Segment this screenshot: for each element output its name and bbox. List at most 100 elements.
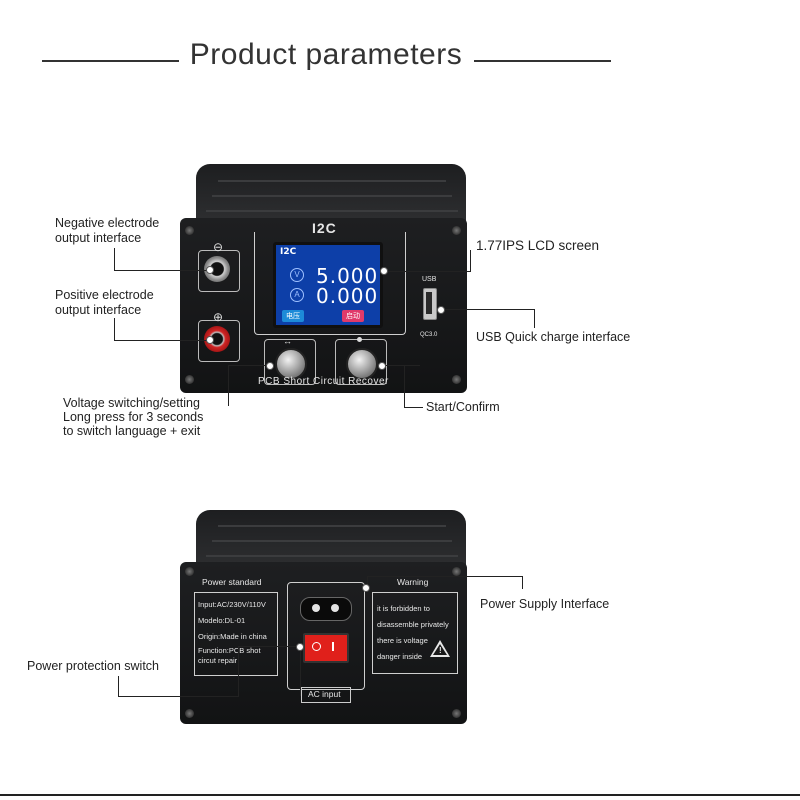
ac-input-box	[301, 687, 351, 703]
positive-symbol: ⊕	[213, 310, 224, 324]
callout-dot	[378, 362, 386, 370]
lcd-screen: I2C V 5.000 A 0.000 电压 启动	[273, 242, 383, 328]
screen-tab-start: 启动	[342, 310, 364, 322]
warning-line: disassemble privately	[377, 620, 449, 629]
callout-positive-label: Positive electrode output interface	[55, 288, 154, 318]
spec-list: Input:AC/230V/110V Modelo:DL-01 Origin:M…	[198, 598, 276, 666]
voltage-icon: V	[290, 268, 304, 282]
spec-box	[194, 592, 278, 676]
callout-dot	[266, 362, 274, 370]
screw	[185, 709, 194, 718]
warning-line: danger inside	[377, 652, 423, 661]
header-line-left	[42, 60, 179, 62]
callout-negative-label: Negative electrode output interface	[55, 216, 159, 246]
callout-start-label: Start/Confirm	[426, 400, 500, 414]
callout-power-supply-label: Power Supply Interface	[480, 597, 610, 611]
screw	[452, 567, 461, 576]
screw	[452, 226, 461, 235]
callout-lcd-line	[386, 250, 471, 272]
current-icon: A	[290, 288, 304, 302]
callout-voltage-line	[228, 365, 269, 406]
screw	[452, 709, 461, 718]
negative-jack-frame	[198, 250, 240, 292]
screen-frame	[254, 232, 406, 335]
positive-jack-frame	[198, 320, 240, 362]
callout-negative-line1: Negative electrode	[55, 216, 160, 230]
callout-dot	[362, 584, 370, 592]
fin	[212, 540, 452, 542]
screw	[185, 375, 194, 384]
voltage-value: 5.000	[316, 264, 379, 288]
ac-socket	[300, 597, 352, 621]
fin	[212, 195, 452, 197]
callout-dot	[437, 306, 445, 314]
start-button[interactable]	[346, 348, 378, 380]
callout-usb-line	[442, 309, 535, 328]
spec-line: Modelo:DL-01	[198, 616, 246, 625]
bottom-divider	[0, 794, 800, 796]
callout-protection-line-2	[118, 676, 239, 697]
screen-logo: I2C	[280, 247, 297, 257]
callout-voltage-line2: Long press for 3 seconds	[63, 410, 204, 424]
callout-dot	[296, 643, 304, 651]
ac-input-label: AC input	[308, 689, 341, 699]
voltage-button[interactable]	[275, 348, 307, 380]
current-value: 0.000	[316, 284, 379, 308]
arrows-icon: ↔	[283, 336, 292, 346]
spec-line: Function:PCB shot	[198, 646, 261, 655]
screen-tab-voltage: 电压	[282, 310, 304, 322]
power-switch-mark	[312, 642, 321, 651]
callout-lcd-label: 1.77IPS LCD screen	[476, 238, 600, 253]
fin	[218, 180, 446, 182]
spec-line: circut repair	[198, 656, 238, 665]
callout-dot	[380, 267, 388, 275]
header-line-right	[474, 60, 611, 62]
callout-dot	[206, 266, 214, 274]
fin	[206, 555, 458, 557]
voltage-button-frame	[264, 339, 316, 385]
screw	[452, 375, 461, 384]
callout-power-supply-line	[367, 576, 523, 589]
callout-start-line	[384, 365, 420, 408]
dot-icon	[357, 337, 362, 342]
warning-icon-inner	[433, 644, 447, 655]
usb-port-inner	[426, 292, 432, 314]
callout-start-line-v	[404, 365, 423, 408]
power-standard-title: Power standard	[202, 577, 262, 587]
warning-box	[372, 592, 458, 674]
spec-line: Origin:Made in china	[198, 632, 267, 641]
callout-protection-line-3	[238, 646, 301, 697]
callout-protection-line	[118, 646, 301, 696]
ac-pin	[331, 604, 339, 612]
callout-negative-line2: output interface	[55, 231, 142, 245]
callout-negative-line	[114, 248, 209, 271]
front-logo: I2C	[312, 220, 337, 236]
fin	[218, 525, 446, 527]
negative-symbol: ⊖	[213, 240, 224, 254]
warning-line: it is forbidden to	[377, 604, 430, 613]
usb-label: USB	[422, 276, 437, 283]
callout-voltage-line1: Voltage switching/setting	[63, 396, 200, 410]
callout-dot	[206, 336, 214, 344]
screw	[185, 567, 194, 576]
pcb-label: PCB Short Circuit Recover	[258, 376, 389, 387]
spec-line: Input:AC/230V/110V	[198, 600, 266, 609]
callout-positive-line2: output interface	[55, 303, 142, 317]
callout-voltage-line3: to switch language + exit	[63, 424, 201, 438]
warning-line: there is voltage	[377, 636, 428, 645]
callout-positive-line	[114, 318, 209, 341]
callout-voltage-label: Voltage switching/setting Long press for…	[63, 396, 203, 438]
screw	[185, 226, 194, 235]
power-switch-bar	[332, 642, 334, 651]
qc-label: QC3.0	[420, 332, 438, 338]
warning-title: Warning	[397, 577, 429, 587]
fin	[206, 210, 458, 212]
warning-icon-mark: !	[439, 646, 442, 655]
power-switch[interactable]	[303, 633, 349, 663]
callout-protection-label: Power protection switch	[27, 659, 160, 673]
warning-list: it is forbidden to disassemble privately…	[377, 601, 453, 665]
page-title: Product parameters	[189, 38, 463, 71]
front-device-top	[196, 164, 466, 224]
